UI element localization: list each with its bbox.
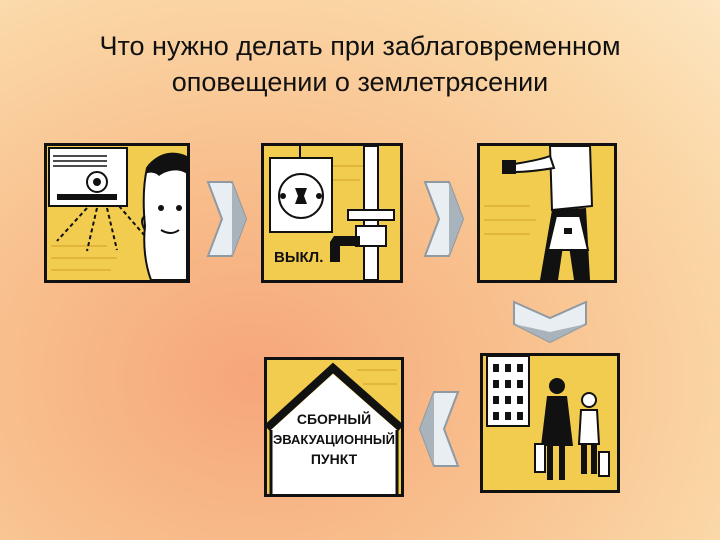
evacuation-point-panel: СБОРНЫЙ ЭВАКУАЦИОННЫЙ ПУНКТ (264, 357, 404, 497)
child-with-bag-icon (577, 392, 610, 477)
evacuation-caption-line-1: СБОРНЫЙ (297, 410, 371, 427)
woman-with-bag-icon (534, 378, 573, 480)
gas-pipe-icon (330, 146, 395, 280)
title-line-2: оповещении о землетрясении (171, 67, 549, 97)
arrow-down-icon (513, 300, 587, 344)
sound-waves-icon (56, 205, 146, 252)
boy-face-icon (141, 152, 187, 280)
radio-alert-panel (44, 143, 190, 283)
evacuation-caption-line-2: ЭВАКУАЦИОННЫЙ (273, 432, 395, 447)
radio-alert-illustration (47, 146, 187, 280)
take-documents-bag-panel (477, 143, 617, 283)
arrow-right-icon (206, 181, 248, 257)
power-switch-icon (269, 146, 333, 233)
slide-title: Что нужно делать при заблаговременном оп… (20, 28, 700, 100)
arrow-right-icon (423, 181, 465, 257)
leave-building-illustration (483, 356, 617, 490)
title-line-1: Что нужно делать при заблаговременном (99, 31, 621, 61)
evacuation-point-illustration: СБОРНЫЙ ЭВАКУАЦИОННЫЙ ПУНКТ (267, 360, 401, 494)
switch-off-illustration: ВЫКЛ. (264, 146, 400, 280)
arrow-left-icon (418, 391, 460, 467)
loudspeaker-radio-icon (48, 147, 128, 207)
building-icon (486, 356, 530, 427)
switch-off-power-panel: ВЫКЛ. (261, 143, 403, 283)
person-with-bag-icon (502, 146, 594, 280)
leave-building-panel (480, 353, 620, 493)
evacuation-shelter-sign-icon (267, 362, 401, 494)
documents-icon (502, 160, 516, 174)
evacuation-caption-line-3: ПУНКТ (311, 451, 358, 467)
documents-bag-illustration (480, 146, 614, 280)
switch-off-caption: ВЫКЛ. (274, 249, 323, 266)
